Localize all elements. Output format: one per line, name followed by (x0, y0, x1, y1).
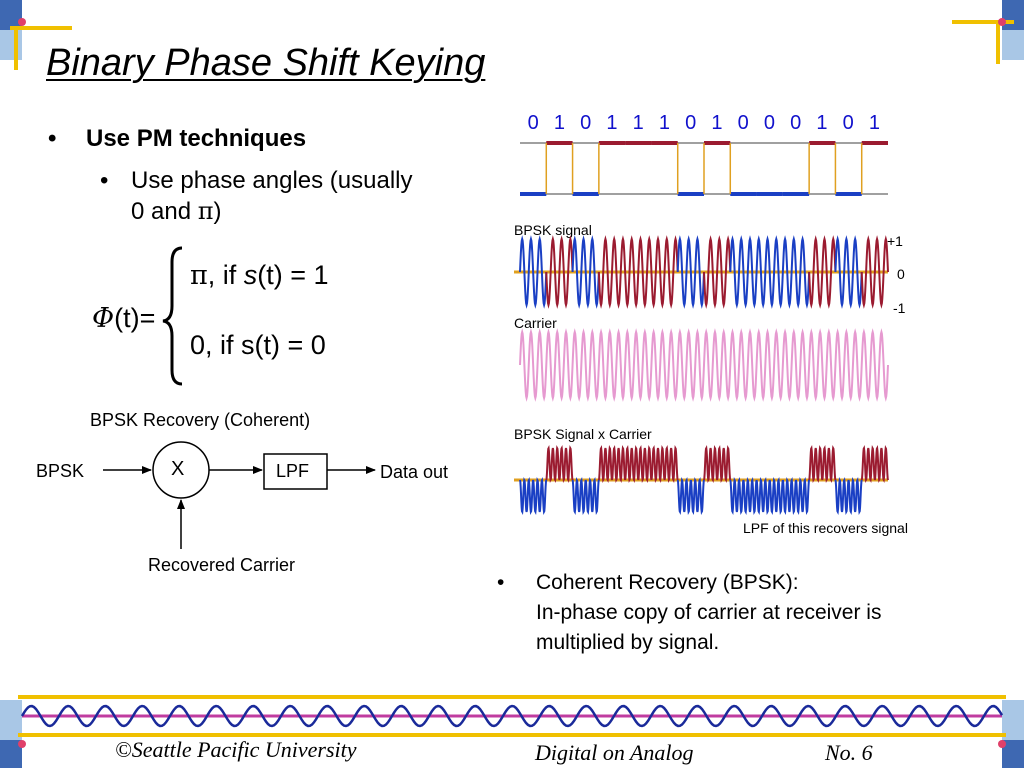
bit-label: 0 (737, 112, 749, 134)
formula-case-1: π, if s(t) = 1 (190, 260, 329, 291)
formula-lhs: Φ(t)= (92, 303, 156, 334)
footer-page-number: No. 6 (825, 740, 873, 765)
coherent-line-1: Coherent Recovery (BPSK): (536, 571, 799, 594)
sub-bullet-glyph: • (100, 167, 109, 194)
footer-course: Digital on Analog (535, 740, 694, 765)
recovery-title: BPSK Recovery (Coherent) (90, 410, 311, 430)
coherent-line-2: In-phase copy of carrier at receiver is (536, 601, 882, 624)
carrier-label: Carrier (514, 315, 557, 331)
corner-decoration-bottom-left (0, 700, 26, 768)
axis-minus-one: -1 (893, 300, 906, 316)
recovery-output-label: Data out (380, 462, 449, 482)
corner-decoration-top-right (952, 0, 1024, 64)
bit-label: 0 (790, 112, 802, 134)
bit-label: 1 (606, 112, 618, 134)
bit-label: 1 (711, 112, 723, 134)
bit-label: 0 (580, 112, 592, 134)
slide-title: Binary Phase Shift Keying (46, 42, 486, 84)
bullet-glyph: • (48, 125, 57, 152)
formula-case-2: 0, if s(t) = 0 (190, 330, 326, 360)
coherent-bullet-glyph: • (497, 571, 505, 594)
axis-plus-one: +1 (887, 233, 903, 249)
lpf-note: LPF of this recovers signal (743, 520, 908, 536)
corner-decoration-bottom-right (998, 700, 1024, 768)
pi-symbol: π (197, 197, 214, 225)
bullet-text: Use PM techniques (86, 125, 307, 152)
sub-bullet-phase-angles: • Use phase angles (usually 0 and π) (100, 166, 413, 227)
bit-label: 0 (527, 112, 539, 134)
coherent-line-3: multiplied by signal. (536, 631, 720, 654)
coherent-recovery-bullet: • Coherent Recovery (BPSK): In-phase cop… (497, 568, 881, 658)
footer-copyright: ©Seattle Pacific University (115, 737, 357, 762)
bit-label: 1 (553, 112, 565, 134)
recovery-carrier-label: Recovered Carrier (148, 555, 296, 575)
lpf-label: LPF (276, 461, 310, 481)
sub-bullet-line-2: 0 and π) (131, 197, 222, 225)
axis-zero: 0 (897, 266, 905, 282)
phi-symbol: Φ (92, 303, 115, 334)
bit-label: 1 (816, 112, 828, 134)
mixer-label: X (171, 458, 185, 480)
footer-band-top (18, 695, 1006, 699)
bullet-use-pm: • Use PM techniques (48, 125, 306, 153)
product-label: BPSK Signal x Carrier (514, 426, 652, 442)
corner-decoration-top-left (0, 0, 72, 70)
bit-label: 1 (632, 112, 644, 134)
recovery-input-label: BPSK (36, 461, 85, 481)
bit-label: 1 (868, 112, 880, 134)
bit-label: 0 (842, 112, 854, 134)
bit-label: 0 (685, 112, 697, 134)
sub-bullet-line-1: Use phase angles (usually (131, 167, 413, 194)
bpsk-signal-label: BPSK signal (514, 222, 592, 238)
footer-sine-wave (20, 704, 1004, 728)
footer-band-bottom (18, 733, 1006, 737)
bit-label: 1 (658, 112, 670, 134)
bit-label: 0 (763, 112, 775, 134)
